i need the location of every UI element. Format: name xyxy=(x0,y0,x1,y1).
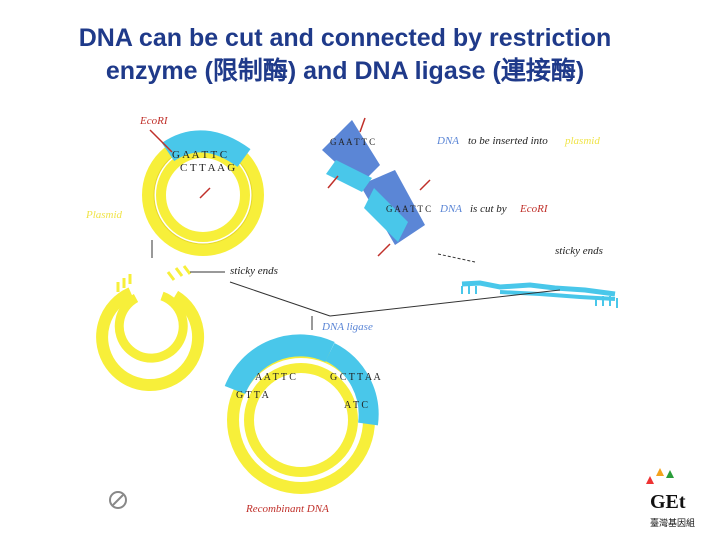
svg-text:G C T T A A: G C T T A A xyxy=(330,372,381,383)
svg-text:C T T A A G: C T T A A G xyxy=(180,162,235,174)
ecori-label-2: EcoRI xyxy=(519,203,549,215)
insert-phrase: to be inserted into xyxy=(468,135,548,147)
svg-text:A T C: A T C xyxy=(344,400,368,411)
opened-plasmid xyxy=(96,265,205,392)
svg-text:G A A T T C: G A A T T C xyxy=(330,137,375,147)
cut-dna-fragment xyxy=(461,280,618,308)
sticky-ends-left-label: sticky ends xyxy=(230,265,278,277)
svg-text:G T T A: G T T A xyxy=(236,390,270,401)
slide-nav-icon[interactable] xyxy=(109,491,127,509)
dna-ligase-label: DNA ligase xyxy=(321,321,373,333)
recombinant-ring: A A T T C G C T T A A G T T A A T C xyxy=(224,334,381,494)
dna-word: DNA xyxy=(436,135,459,147)
plasmid-ring: G A A T T C C T T A A G xyxy=(142,130,264,256)
title-line-2: enzyme (限制酶) and DNA ligase (連接酶) xyxy=(105,57,585,85)
svg-text:臺灣基因組: 臺灣基因組 xyxy=(650,517,695,528)
slide-title: DNA can be cut and connected by restrict… xyxy=(0,22,690,88)
get-logo: GEt 臺灣基因組 xyxy=(646,468,695,528)
sticky-ends-right-label: sticky ends xyxy=(555,245,603,257)
svg-text:A A T T C: A A T T C xyxy=(255,372,296,383)
cut-phrase: is cut by xyxy=(470,203,507,215)
dna-word-2: DNA xyxy=(439,203,462,215)
title-line-1: DNA can be cut and connected by restrict… xyxy=(78,24,612,52)
foreign-dna: G A A T T C G A A T T C xyxy=(322,120,431,245)
ecori-label: EcoRI xyxy=(139,115,169,127)
svg-text:GEt: GEt xyxy=(650,491,686,513)
plasmid-label: Plasmid xyxy=(85,209,123,221)
recombinant-label: Recombinant DNA xyxy=(245,503,329,515)
plasmid-word: plasmid xyxy=(564,135,600,147)
svg-text:G A A T T C: G A A T T C xyxy=(386,204,431,214)
svg-text:G A A T T C: G A A T T C xyxy=(172,149,227,161)
